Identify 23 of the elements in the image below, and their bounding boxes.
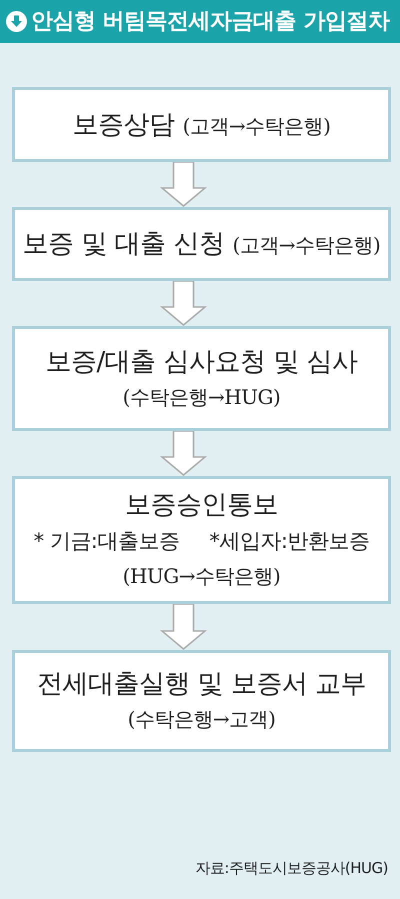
block-arrow <box>160 280 208 326</box>
process-box <box>12 326 391 431</box>
process-box <box>12 476 391 604</box>
source-note: 자료:주택도시보증공사(HUG) <box>195 859 388 878</box>
block-arrow <box>160 603 208 650</box>
step-heading: 보증/대출 심사요청 및 심사 <box>45 346 358 378</box>
process-box <box>12 87 391 162</box>
flow-direction-text: (HUG→수탁은행) <box>122 563 280 590</box>
step-heading: 보증 및 대출 신청 <box>22 228 224 261</box>
guarantee-note: *세입자:반환보증 <box>209 528 370 555</box>
title: 안심형 버팀목전세자금대출 가입절차 <box>31 8 390 36</box>
process-box <box>12 207 391 281</box>
block-arrow <box>160 161 208 207</box>
flow-direction-text: (고객→수탁은행) <box>232 232 380 259</box>
flow-direction-text: (수탁은행→고객) <box>128 706 276 733</box>
step-heading: 보증상담 <box>72 108 175 142</box>
block-arrow <box>160 430 208 476</box>
step-heading: 보증승인통보 <box>125 489 278 522</box>
process-box <box>12 650 391 752</box>
guarantee-note: * 기금:대출보증 <box>34 528 180 555</box>
step-heading: 전세대출실행 및 보증서 교부 <box>36 668 366 701</box>
flow-direction-text: (고객→수탁은행) <box>182 112 330 140</box>
flow-direction-text: (수탁은행→HUG) <box>122 384 280 410</box>
